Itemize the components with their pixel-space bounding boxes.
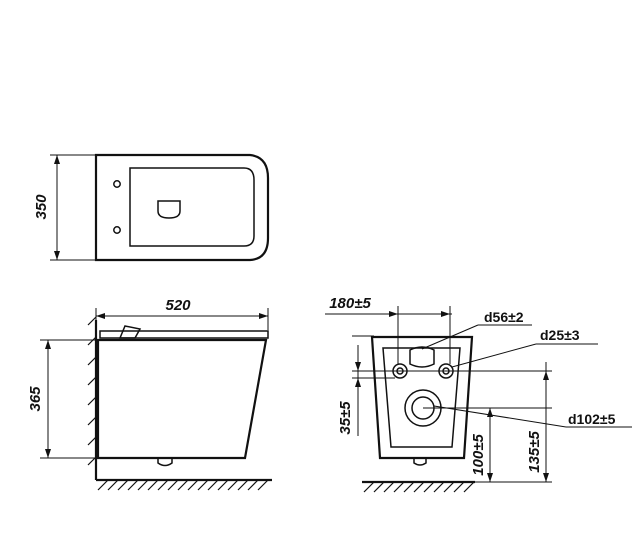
top-view-drain bbox=[157, 200, 181, 219]
rear-view: 180±5 d56±2 d25±3 d102±5 35±5 100±5 bbox=[325, 295, 632, 493]
dim-180-label: 180±5 bbox=[329, 295, 371, 312]
hinge-hole-lower bbox=[113, 226, 121, 234]
rear-view-inner bbox=[382, 347, 461, 448]
leader-d25 bbox=[451, 343, 537, 368]
side-view-seat bbox=[99, 330, 269, 339]
side-view-outlet bbox=[157, 458, 173, 467]
dim-135-label: 135±5 bbox=[526, 431, 543, 473]
side-view-hinge bbox=[118, 325, 142, 339]
hinge-hole-upper bbox=[113, 180, 121, 188]
leader-d56 bbox=[421, 324, 479, 350]
top-view: 350 bbox=[33, 153, 270, 262]
rear-view-body bbox=[370, 335, 474, 460]
d102-label: d102±5 bbox=[568, 411, 616, 427]
side-view-body bbox=[96, 338, 268, 460]
top-view-outline bbox=[94, 153, 270, 262]
rear-inlet bbox=[409, 346, 435, 368]
dim-35-label: 35±5 bbox=[337, 401, 354, 435]
dim-365-label: 365 bbox=[27, 386, 44, 412]
dim-350-label: 350 bbox=[33, 194, 50, 220]
dim-520-label: 520 bbox=[165, 297, 191, 314]
d56-label: d56±2 bbox=[484, 309, 524, 325]
d25-label: d25±3 bbox=[540, 327, 580, 343]
leader-d102 bbox=[433, 405, 567, 428]
dim-100-label: 100±5 bbox=[470, 434, 487, 476]
top-view-seat bbox=[129, 167, 255, 247]
side-view: 520 365 bbox=[27, 297, 272, 491]
